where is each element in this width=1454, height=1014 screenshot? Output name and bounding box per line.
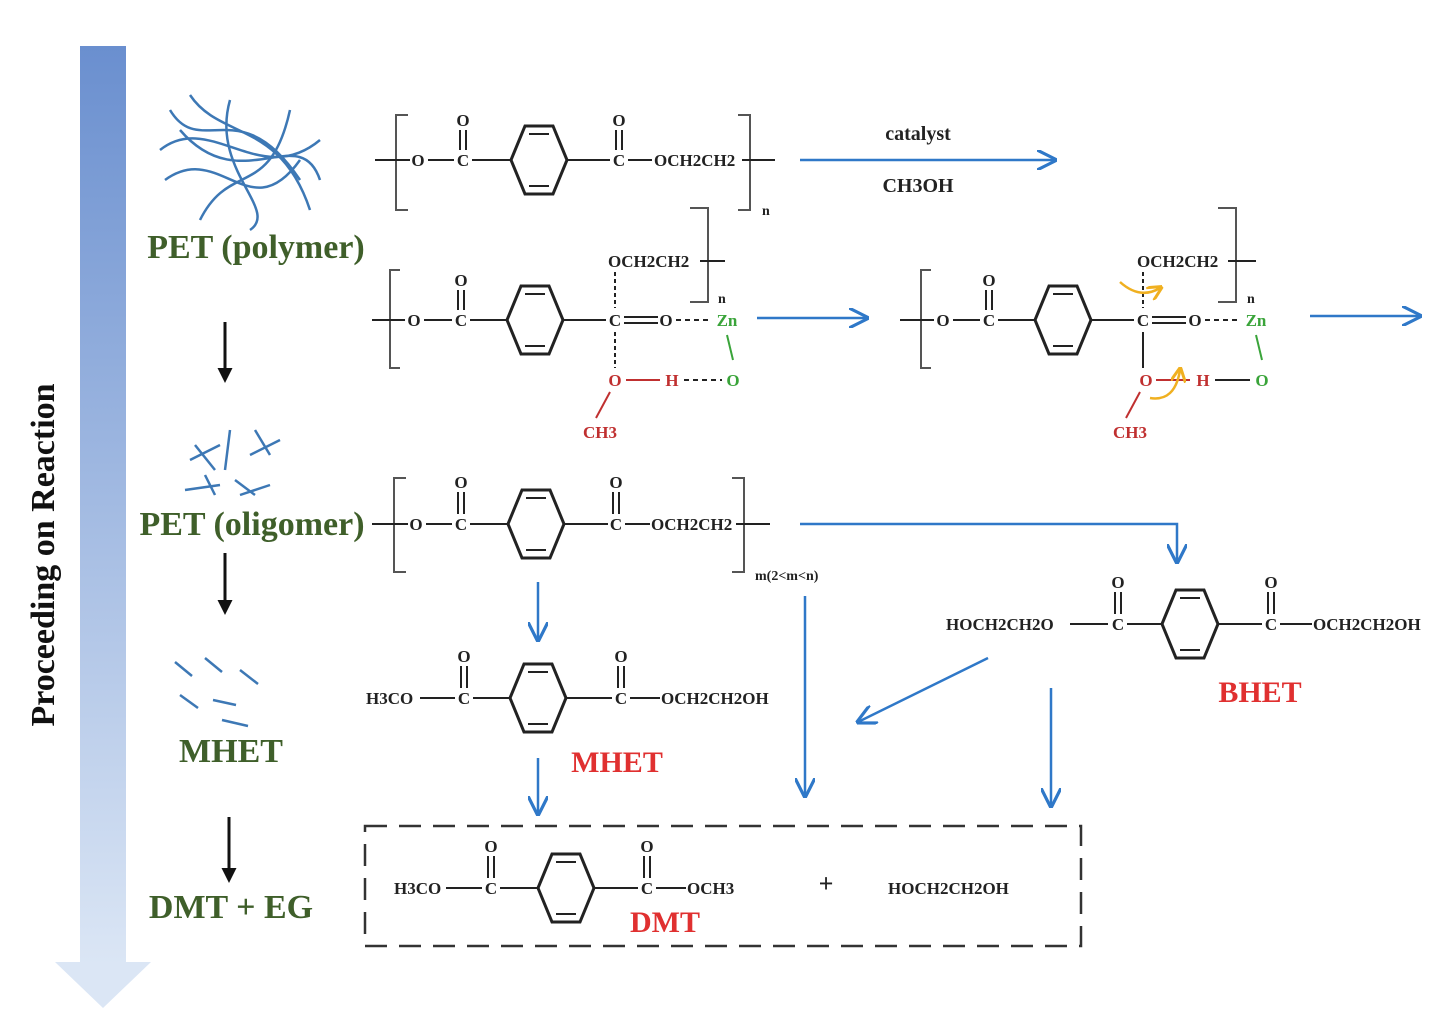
progress-arrow	[55, 46, 151, 1008]
oligomer-fragments-icon	[184, 429, 281, 497]
stage-pet-oligomer: PET (oligomer)	[139, 506, 364, 543]
group-h3co: H3CO	[366, 689, 413, 708]
atom-o: O	[614, 647, 627, 666]
atom-o: O	[612, 111, 625, 130]
bhet-label: BHET	[1218, 676, 1301, 709]
atom-c: C	[983, 311, 995, 330]
subscript-n: n	[762, 204, 770, 219]
atom-h: H	[665, 371, 678, 390]
atom-c: C	[1137, 311, 1149, 330]
atom-o-methanol: O	[608, 371, 621, 390]
atom-c: C	[455, 515, 467, 534]
atom-o: O	[409, 515, 422, 534]
atom-o: O	[411, 151, 424, 170]
plus-sign: +	[819, 869, 834, 898]
stage-mhet: MHET	[179, 733, 283, 770]
atom-zn: Zn	[1246, 311, 1267, 330]
atom-c: C	[641, 879, 653, 898]
chain-hoch2ch2o: HOCH2CH2O	[946, 615, 1054, 634]
atom-c: C	[457, 151, 469, 170]
atom-zn: Zn	[717, 311, 738, 330]
stage-pet-polymer: PET (polymer)	[147, 229, 365, 266]
atom-c: C	[455, 311, 467, 330]
atom-c: C	[1265, 615, 1277, 634]
atom-o: O	[457, 647, 470, 666]
stage-dmt-eg: DMT + EG	[149, 889, 313, 926]
catalyst-label: catalyst	[885, 123, 951, 145]
chain-och2ch2oh: OCH2CH2OH	[661, 689, 769, 708]
atom-o: O	[982, 271, 995, 290]
group-h3co: H3CO	[394, 879, 441, 898]
group-och3: OCH3	[687, 879, 734, 898]
chain-och2ch2: OCH2CH2	[654, 151, 735, 170]
methyl-group: CH3	[583, 423, 617, 442]
chain-och2ch2oh: OCH2CH2OH	[1313, 615, 1421, 634]
stage-arrows	[217, 322, 237, 883]
atom-o: O	[640, 837, 653, 856]
atom-c: C	[485, 879, 497, 898]
atom-o-zinc: O	[1255, 371, 1268, 390]
atom-o: O	[609, 473, 622, 492]
atom-o: O	[454, 271, 467, 290]
atom-o: O	[407, 311, 420, 330]
atom-o-methanol: O	[1139, 371, 1152, 390]
atom-o: O	[659, 311, 672, 330]
flow-arrow-bhet-to-mhet	[858, 656, 989, 722]
chain-och2ch2: OCH2CH2	[608, 252, 689, 271]
atom-c: C	[615, 689, 627, 708]
dmt-structure: H3CO C O C O OCH3	[394, 837, 734, 924]
mhet-structure: H3CO C O C O OCH2CH2OH	[366, 647, 769, 734]
zn-complex-2: O C O C OCH2CH2 n O Zn O O H CH3	[900, 207, 1269, 442]
electron-arrow	[1119, 281, 1160, 293]
side-label: Proceeding on Reaction	[25, 383, 62, 726]
bhet-structure: HOCH2CH2O C O C O OCH2CH2OH	[946, 573, 1421, 660]
chain-och2ch2: OCH2CH2	[1137, 252, 1218, 271]
atom-o-zinc: O	[726, 371, 739, 390]
solvent-label: CH3OH	[882, 175, 954, 197]
pet-repeat-unit: O C O C O OCH2CH2 n	[375, 111, 775, 219]
atom-o: O	[1111, 573, 1124, 592]
flow-arrow-to-bhet	[800, 522, 1177, 562]
subscript-m-range: m(2<m<n)	[755, 569, 819, 584]
atom-o: O	[456, 111, 469, 130]
atom-o: O	[484, 837, 497, 856]
mhet-fragments-icon	[174, 657, 259, 728]
atom-o: O	[936, 311, 949, 330]
atom-c: C	[1112, 615, 1124, 634]
atom-c: C	[609, 311, 621, 330]
subscript-n: n	[718, 292, 726, 307]
atom-h: H	[1196, 371, 1209, 390]
atom-o: O	[1188, 311, 1201, 330]
polymer-tangle-icon	[159, 94, 322, 232]
products-box	[363, 824, 1083, 948]
methyl-group: CH3	[1113, 423, 1147, 442]
atom-c: C	[613, 151, 625, 170]
dmt-label: DMT	[630, 906, 700, 939]
eg-structure: HOCH2CH2OH	[888, 879, 1009, 898]
atom-o: O	[454, 473, 467, 492]
electron-arrow	[1149, 370, 1180, 400]
subscript-n: n	[1247, 292, 1255, 307]
chain-och2ch2: OCH2CH2	[651, 515, 732, 534]
atom-c: C	[610, 515, 622, 534]
mhet-label: MHET	[571, 746, 663, 779]
atom-c: C	[458, 689, 470, 708]
atom-o: O	[1264, 573, 1277, 592]
zn-complex-1: O C O C OCH2CH2 n O Zn O O H CH3	[372, 207, 740, 442]
oligomer-repeat-unit: O C O C O OCH2CH2 m(2<m<n)	[372, 473, 819, 584]
